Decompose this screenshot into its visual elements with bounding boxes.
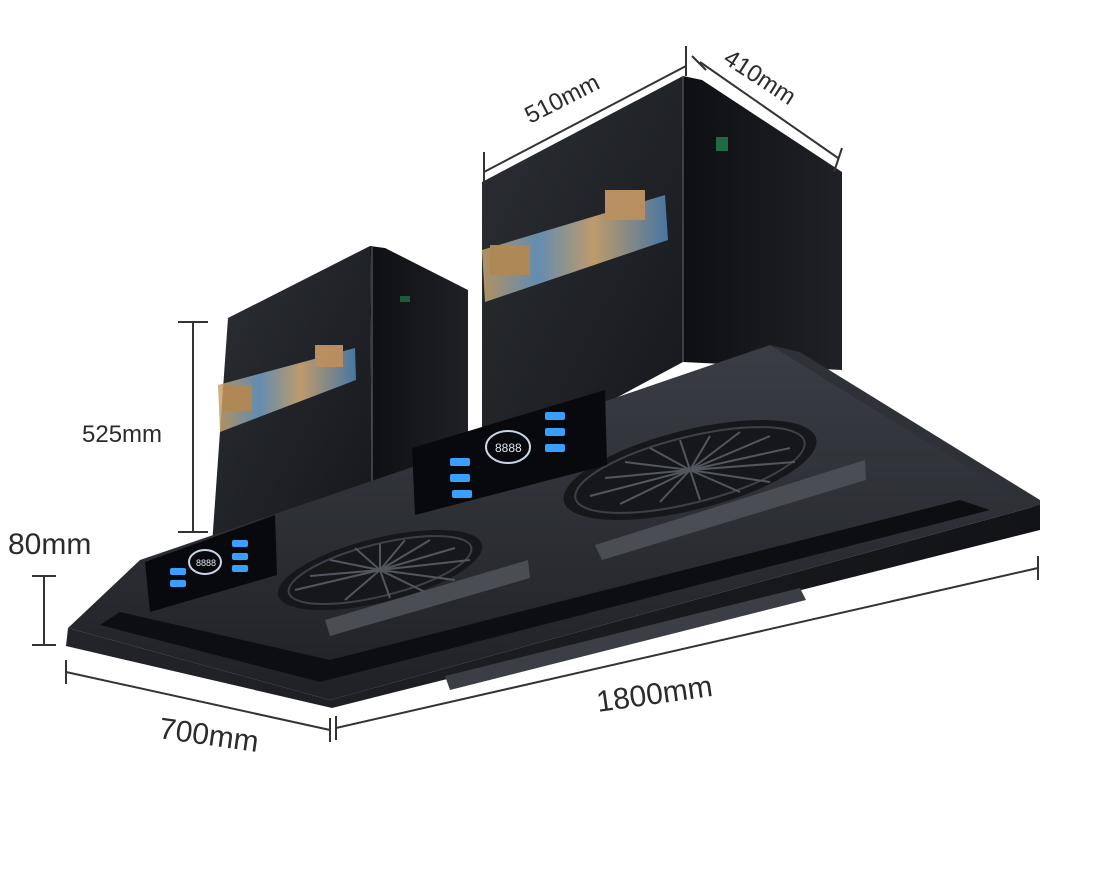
right-button-5[interactable]: [545, 428, 565, 436]
blurred-logo-left: [218, 345, 356, 432]
right-fan-grille: [563, 420, 817, 520]
right-button-4[interactable]: [545, 412, 565, 420]
left-button-1[interactable]: [170, 568, 186, 575]
label-panel-thickness: 80mm: [8, 528, 91, 561]
label-box-height: 525mm: [82, 421, 162, 448]
indicator-light-icon: [716, 137, 728, 151]
right-control-panel: 8888: [412, 390, 607, 515]
left-indicator-icon: [400, 296, 410, 302]
left-button-5[interactable]: [232, 565, 248, 572]
right-display: 8888: [495, 441, 522, 455]
label-hood-length: 1800mm: [594, 670, 714, 719]
left-display-ring-icon: [188, 549, 222, 575]
blurred-logo-right: [482, 190, 668, 302]
right-button-2[interactable]: [450, 474, 470, 482]
left-fan-grille: [277, 529, 483, 611]
label-hood-depth: 700mm: [157, 712, 261, 759]
right-display-ring-icon: [485, 430, 531, 464]
left-control-panel: 8888: [145, 515, 277, 612]
dimension-lines: [32, 46, 1039, 742]
left-display: 8888: [196, 558, 216, 568]
left-button-4[interactable]: [232, 553, 248, 560]
left-button-2[interactable]: [170, 580, 186, 587]
right-button-6[interactable]: [545, 444, 565, 452]
right-button-3[interactable]: [452, 490, 472, 498]
label-top-width: 510mm: [520, 69, 604, 129]
right-chimney-box: [482, 76, 842, 470]
left-button-3[interactable]: [232, 540, 248, 547]
right-button-1[interactable]: [450, 458, 470, 466]
